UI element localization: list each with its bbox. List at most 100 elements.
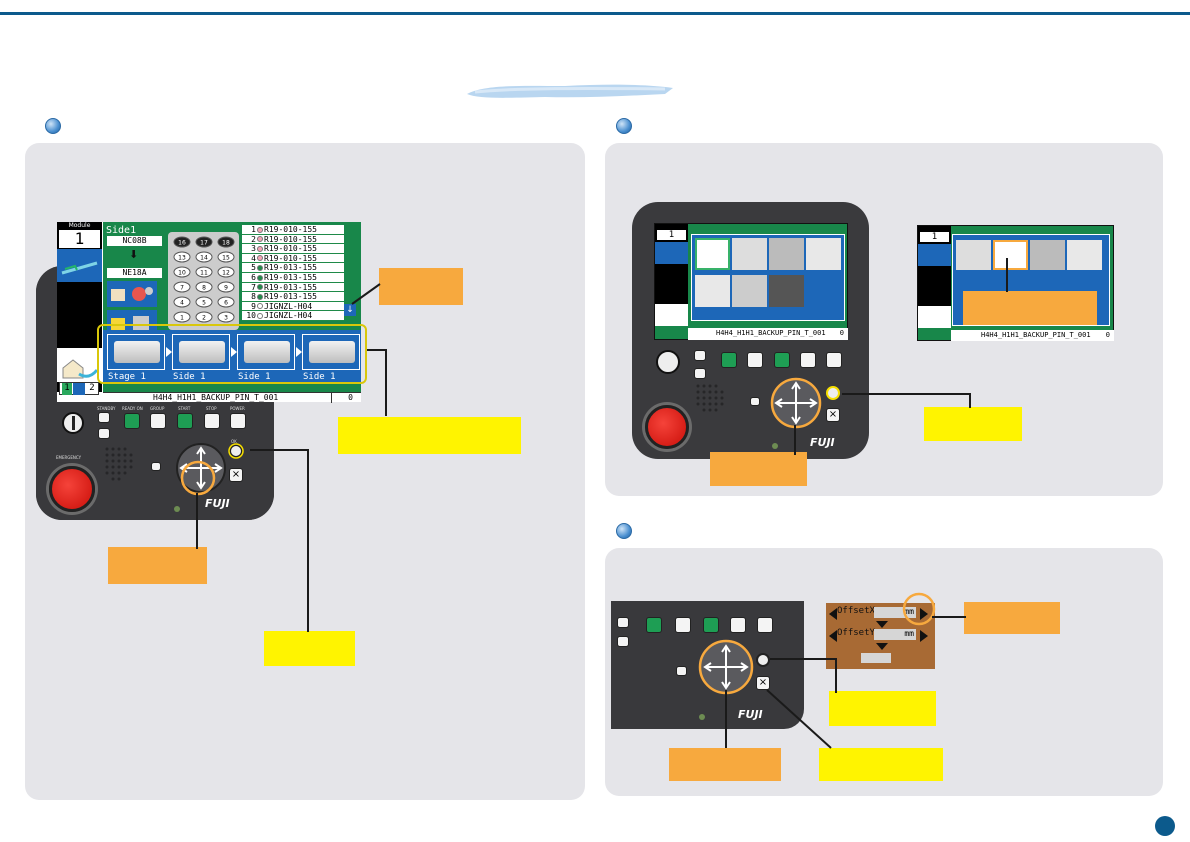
- callout-line: [842, 393, 971, 408]
- manual-button[interactable]: [617, 636, 629, 647]
- tab-2[interactable]: 2: [89, 383, 95, 393]
- ready-on-button[interactable]: [124, 413, 140, 429]
- fuji-logo: FUJI: [205, 497, 230, 510]
- manual-button[interactable]: [694, 368, 706, 379]
- start-button[interactable]: [774, 352, 790, 368]
- part-status-dot: [257, 264, 263, 271]
- standby-button[interactable]: [617, 617, 629, 628]
- ok-button[interactable]: [756, 653, 770, 667]
- step-box[interactable]: Side 1: [302, 334, 360, 382]
- menu-item-transfer[interactable]: [1067, 240, 1102, 270]
- nozzle-slot-number: 1: [180, 315, 184, 322]
- offset-x-input[interactable]: mm: [874, 607, 916, 618]
- key-switch[interactable]: [62, 412, 84, 434]
- key-switch[interactable]: [656, 350, 680, 374]
- part-status-dot: [257, 226, 263, 233]
- ok-button[interactable]: [229, 444, 243, 458]
- menu-item-transfer[interactable]: [806, 238, 841, 270]
- nozzle-slot: [173, 266, 191, 278]
- home-icon[interactable]: [918, 306, 951, 328]
- machine-icon: [73, 383, 85, 395]
- menu-item-tool[interactable]: [732, 275, 767, 307]
- manual-button[interactable]: [98, 428, 110, 439]
- home-icon[interactable]: [57, 348, 102, 382]
- nozzle-slot-number: 11: [200, 270, 208, 277]
- nozzle-slot: [217, 311, 235, 323]
- scroll-down-icon[interactable]: ↓: [344, 304, 356, 316]
- callout-line: [1006, 258, 1008, 292]
- menu-item-download[interactable]: [695, 275, 730, 307]
- cancel-button[interactable]: ×: [229, 468, 243, 482]
- part-status-dot: [257, 293, 263, 300]
- offset-y-input[interactable]: mm: [874, 629, 916, 640]
- menu-item-frame[interactable]: [769, 275, 804, 307]
- ready-on-button[interactable]: [646, 617, 662, 633]
- power-button[interactable]: [230, 413, 246, 429]
- group-button[interactable]: [150, 413, 166, 429]
- down-arrow-icon: [876, 621, 888, 628]
- emergency-label: EMERGENCY: [56, 455, 82, 460]
- offset-y-left-arrow-icon[interactable]: [829, 630, 837, 642]
- step-box[interactable]: Stage 1: [107, 334, 165, 382]
- menu-item-backup-pin[interactable]: [695, 238, 730, 270]
- comm-button[interactable]: [151, 462, 161, 471]
- menu-item-pins[interactable]: [769, 238, 804, 270]
- stop-button[interactable]: [800, 352, 816, 368]
- menu-item-backup-pin[interactable]: [956, 240, 991, 270]
- comm-button[interactable]: [676, 666, 687, 676]
- offset-x-left-arrow-icon[interactable]: [829, 608, 837, 620]
- cancel-button[interactable]: ×: [826, 408, 840, 422]
- standby-button[interactable]: [98, 412, 110, 423]
- tab-1[interactable]: 1: [62, 383, 72, 395]
- part-name: R19-013-155: [264, 292, 317, 302]
- arrow-pad[interactable]: [768, 375, 824, 431]
- power-button[interactable]: [826, 352, 842, 368]
- stop-button[interactable]: [730, 617, 746, 633]
- start-button[interactable]: [703, 617, 719, 633]
- standby-button[interactable]: [694, 350, 706, 361]
- emergency-stop-button[interactable]: [49, 466, 95, 512]
- menu-item-board[interactable]: [732, 238, 767, 270]
- step-arrow-icon: [166, 347, 172, 357]
- step-box[interactable]: Side 1: [237, 334, 295, 382]
- part-name: R19-010-155: [264, 244, 317, 254]
- emergency-stop-button[interactable]: [645, 405, 689, 449]
- menu-item-pins[interactable]: [1030, 240, 1065, 270]
- confirm-field[interactable]: [861, 653, 891, 663]
- ready-on-button[interactable]: [721, 352, 737, 368]
- part-status-dot: [257, 284, 263, 291]
- cancel-button[interactable]: ×: [756, 676, 770, 690]
- ok-button[interactable]: [826, 386, 840, 400]
- status-led: [174, 506, 180, 512]
- offset-x-right-arrow-icon[interactable]: [920, 608, 928, 620]
- step-arrow-icon: [296, 347, 302, 357]
- nozzle-slot: [195, 251, 213, 263]
- group-button[interactable]: [747, 352, 763, 368]
- nozzle-slot: [173, 236, 191, 248]
- comm-button[interactable]: [750, 397, 760, 406]
- start-button[interactable]: [177, 413, 193, 429]
- offset-y-right-arrow-icon[interactable]: [920, 630, 928, 642]
- part-status-dot: [257, 303, 263, 310]
- group-button[interactable]: [675, 617, 691, 633]
- arrow-pad[interactable]: [696, 637, 756, 697]
- menu-item-board[interactable]: [993, 240, 1028, 270]
- power-button[interactable]: [757, 617, 773, 633]
- home-icon[interactable]: [655, 304, 688, 326]
- stop-button[interactable]: [204, 413, 220, 429]
- nozzle-slot-number: 3: [224, 315, 228, 322]
- step-box[interactable]: Side 1: [172, 334, 230, 382]
- arrow-callout-label: [710, 452, 807, 486]
- ok-key-highlight-ring: [228, 443, 244, 459]
